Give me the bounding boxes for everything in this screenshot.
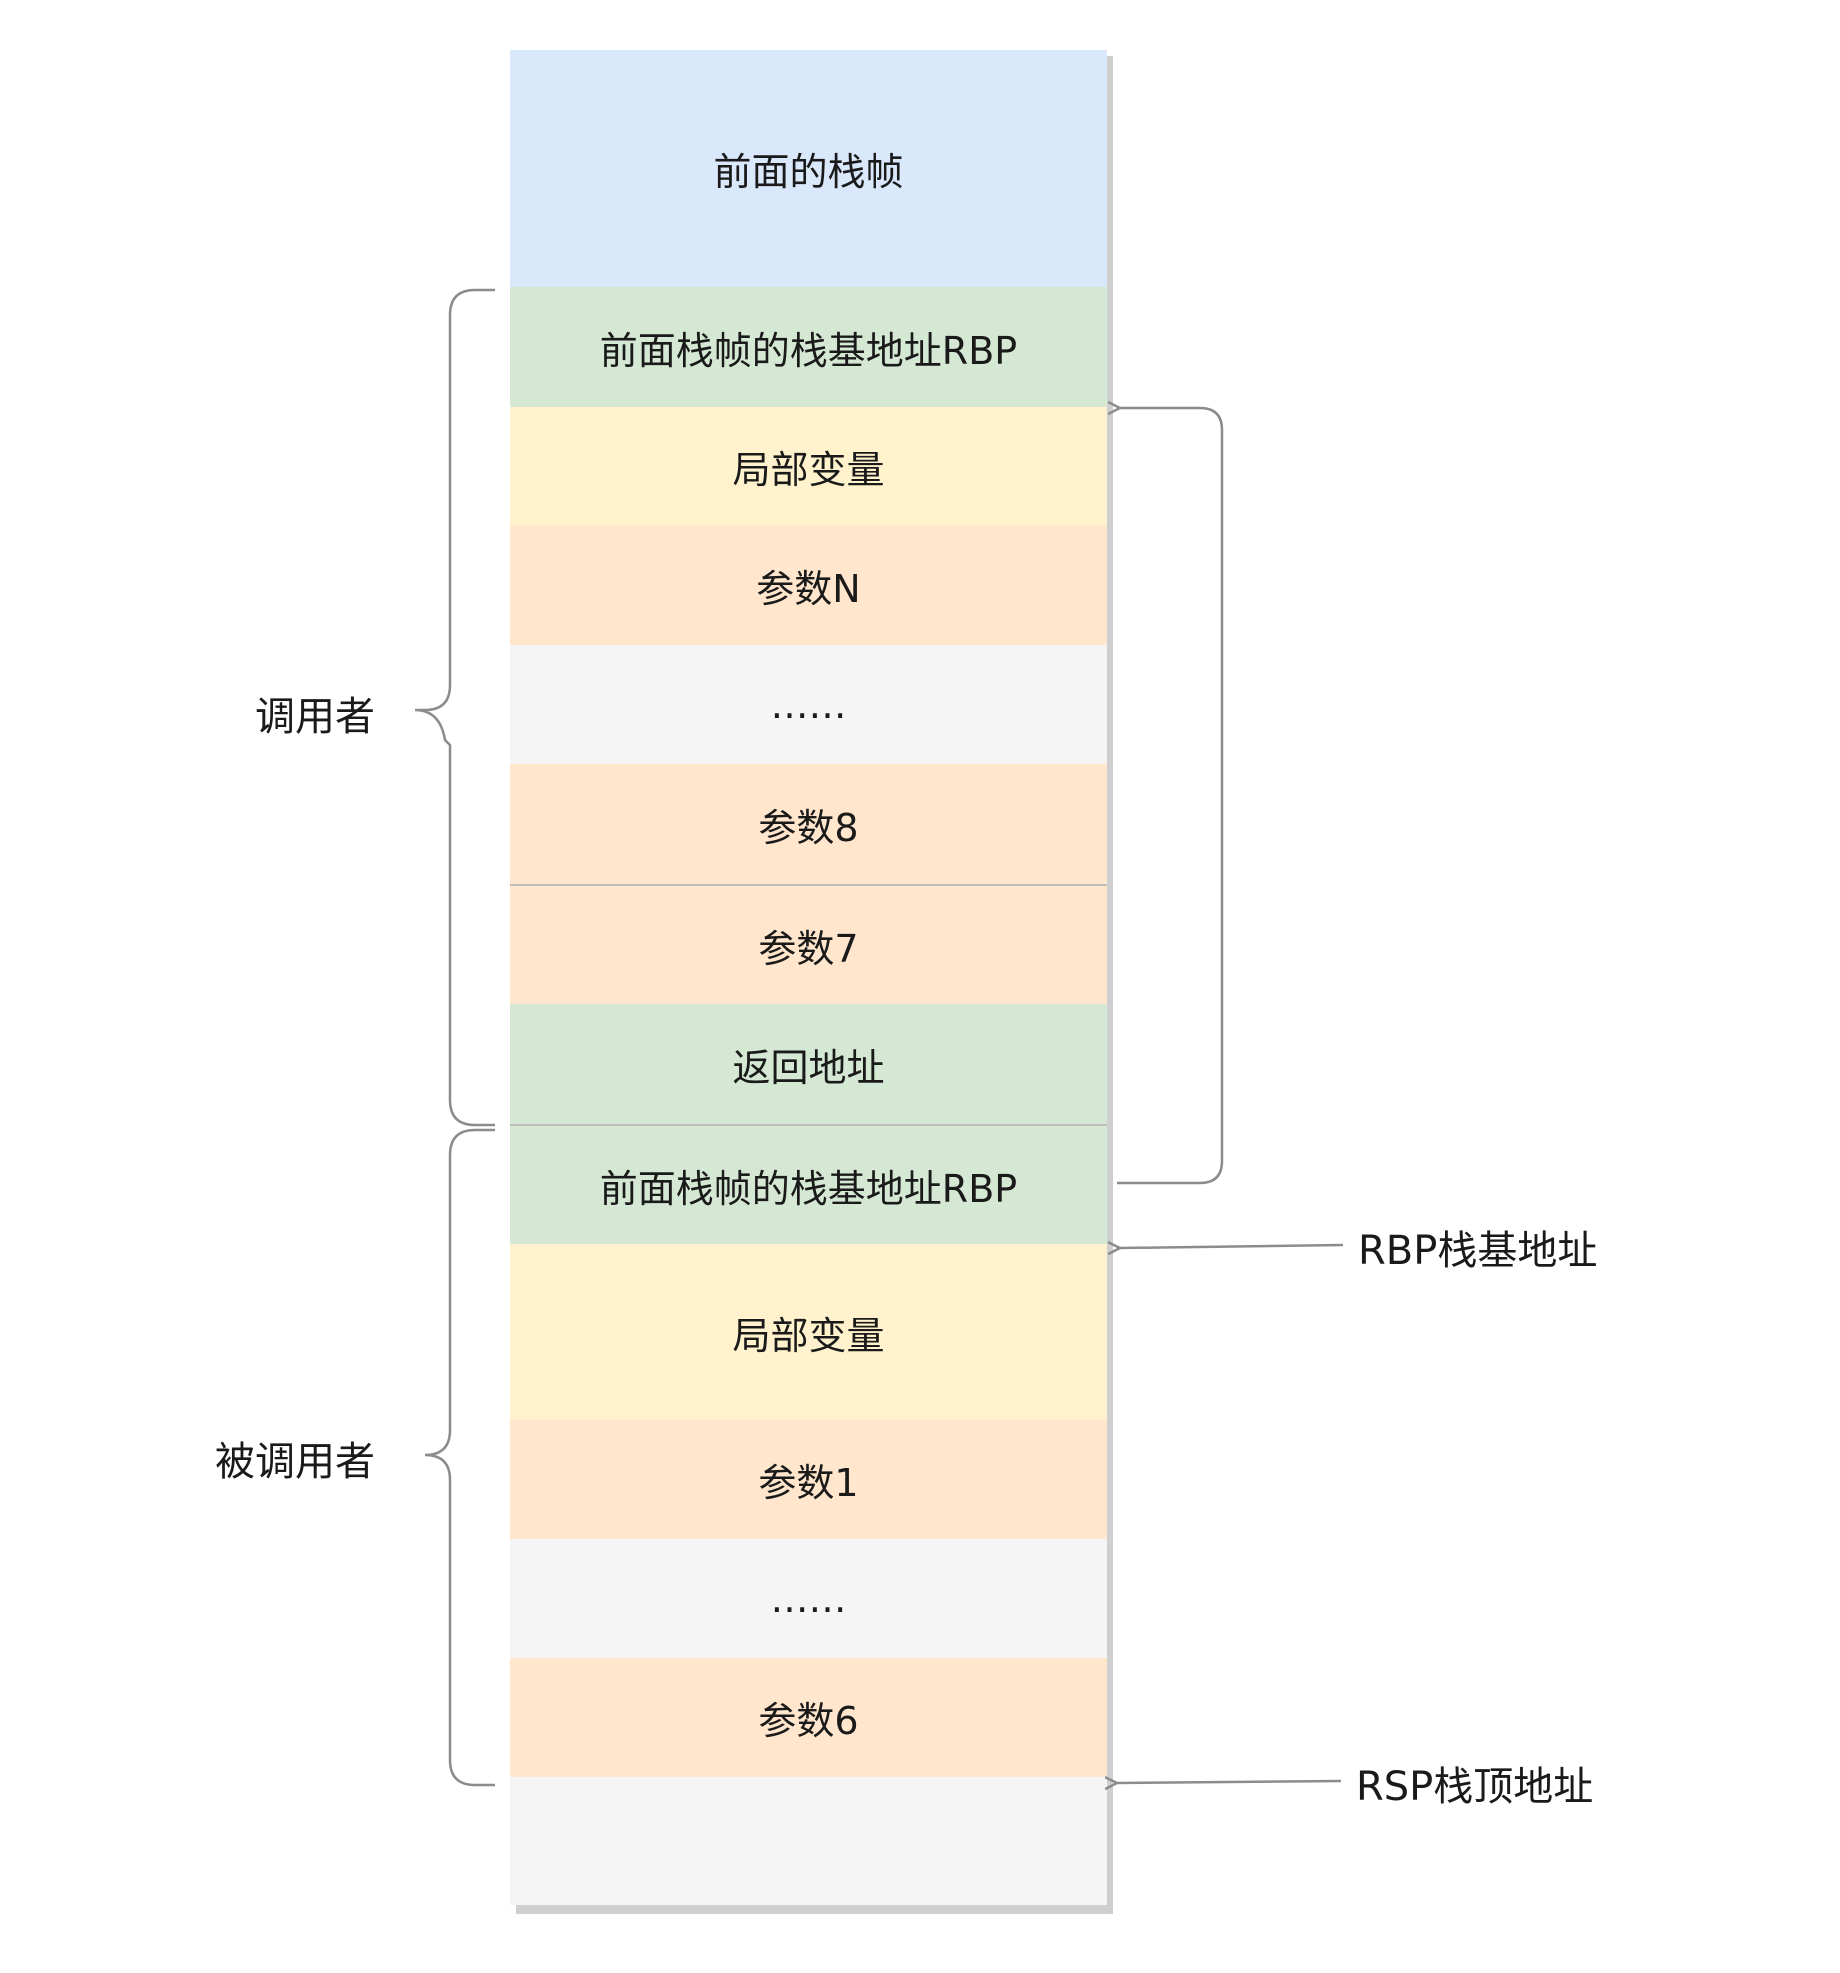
callee-brace xyxy=(424,1128,495,1787)
stack-cell-callee-locals: 局部变量 xyxy=(510,1244,1107,1420)
caller-label: 调用者 xyxy=(255,694,375,740)
stack-cell-arg-8: 参数8 xyxy=(510,764,1107,884)
stack-cell-return-address: 返回地址 xyxy=(510,1004,1107,1124)
stack-cell-caller-ellipsis: …… xyxy=(510,645,1107,764)
stack-cell-arg-n: 参数N xyxy=(510,526,1107,645)
stack-cell-previous-frame: 前面的栈帧 xyxy=(510,50,1107,287)
rsp-pointer-arrow xyxy=(1117,1781,1342,1783)
stack-cell-arg-7: 参数7 xyxy=(510,884,1107,1004)
rsp-pointer-label: RSP栈顶地址 xyxy=(1356,1764,1594,1810)
stack-cell-caller-saved-rbp: 前面栈帧的栈基地址RBP xyxy=(510,287,1107,407)
rbp-pointer-label: RBP栈基地址 xyxy=(1358,1228,1598,1274)
rbp-pointer-arrow xyxy=(1120,1245,1344,1248)
caller-brace xyxy=(414,288,495,1127)
callee-label: 被调用者 xyxy=(215,1439,375,1485)
saved-rbp-link-arrow xyxy=(1117,408,1224,1185)
stack-cell-caller-locals: 局部变量 xyxy=(510,407,1107,526)
stack-cell-arg-6: 参数6 xyxy=(510,1658,1107,1777)
stack-cell-free-space xyxy=(510,1777,1107,1905)
stack-cell-arg-1: 参数1 xyxy=(510,1420,1107,1539)
stack-frame-column: 前面的栈帧 前面栈帧的栈基地址RBP 局部变量 参数N …… 参数8 参数7 返… xyxy=(510,50,1107,1905)
stack-cell-callee-ellipsis: …… xyxy=(510,1539,1107,1658)
stack-cell-callee-saved-rbp: 前面栈帧的栈基地址RBP xyxy=(510,1124,1107,1244)
